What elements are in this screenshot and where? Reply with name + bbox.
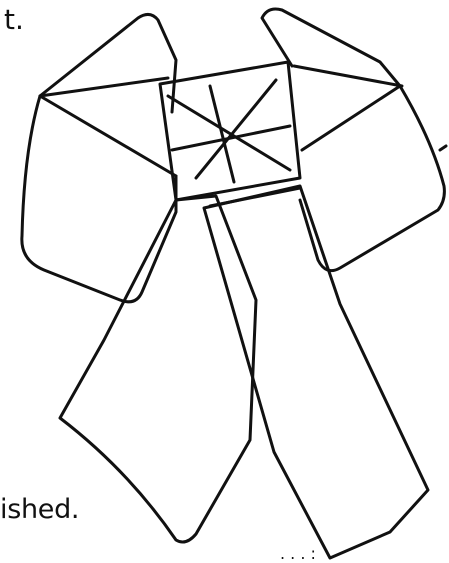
knot-line-2 xyxy=(196,80,276,178)
center-knot xyxy=(160,62,300,200)
left-ribbon-tail xyxy=(60,196,256,542)
right-ribbon-tail xyxy=(204,186,428,558)
text-fragment-top: t. xyxy=(4,6,24,34)
left-loop-outer xyxy=(40,14,176,176)
knot-line-3 xyxy=(172,126,290,150)
left-loop-lower xyxy=(22,96,176,302)
right-loop-lower xyxy=(300,86,444,271)
edge-mark xyxy=(440,146,446,150)
caption-finished: ished. xyxy=(0,496,79,523)
